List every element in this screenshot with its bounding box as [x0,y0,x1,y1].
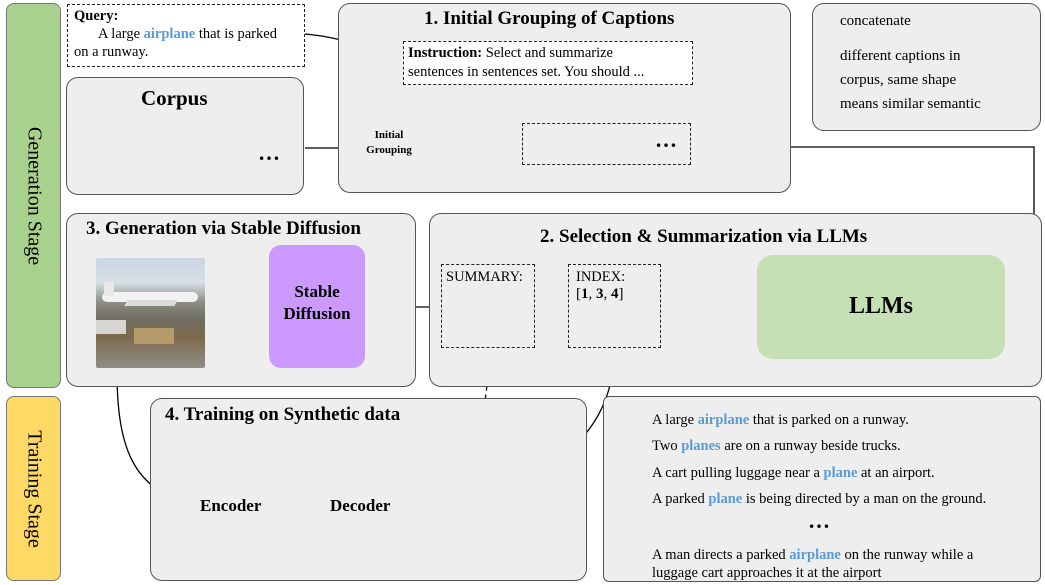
legend-line2: corpus, same shape [840,72,957,88]
summary-caption: A man directs a parked airplane on the r… [652,547,974,563]
index-box [568,264,661,348]
training-stage-bar: Training Stage [6,396,61,581]
instruction-text: Instruction: Select and summarize [408,45,613,61]
caption-3: A cart pulling luggage near a plane at a… [652,465,935,481]
step3-title: 3. Generation via Stable Diffusion [86,218,361,239]
index-values: [1, 3, 4] [576,286,624,302]
corpus-title: Corpus [141,86,208,110]
step4-title: 4. Training on Synthetic data [165,404,401,425]
instruction-box [403,41,693,85]
generation-stage-bar: Generation Stage [6,3,61,388]
captions-panel [603,396,1041,582]
query-box [67,4,305,67]
step2-title: 2. Selection & Summarization via LLMs [540,226,868,247]
query-highlight: airplane [143,26,196,42]
legend-line3: means similar semantic [840,96,981,112]
initial-grouping-label: Initial Grouping [366,129,412,156]
index-label: INDEX: [576,269,626,285]
caption-2: Two planes are on a runway beside trucks… [652,438,901,454]
step1-title: 1. Initial Grouping of Captions [424,8,675,29]
step1-panel [338,3,791,193]
caption-4: A parked plane is being directed by a ma… [652,491,987,507]
legend-concat: concatenate [840,13,911,29]
query-text: A large airplane that is parked [98,26,277,42]
summary-box [441,264,535,348]
corpus-panel [66,77,304,195]
query-text-line2: on a runway. [74,44,149,60]
ground-vehicle [96,320,126,334]
luggage-cart [134,328,174,344]
summary-caption-line2: luggage cart approaches it at the airpor… [652,565,882,581]
stable-diffusion-label: Stable Diffusion [283,282,351,323]
airplane-wing [124,300,178,306]
airplane-tail [104,282,114,296]
grouped-captions-box [522,123,691,165]
training-stage-label: Training Stage [23,429,45,548]
query-label: Query: [74,8,119,24]
instruction-text-line2: sentences in sentences set. You should .… [408,64,645,80]
legend-panel [812,3,1041,131]
airplane-fuselage [102,292,198,302]
corpus-ellipsis: … [258,140,280,165]
decoder-label: Decoder [330,496,391,515]
grouped-ellipsis: … [655,127,677,152]
caption-1: A large airplane that is parked on a run… [652,412,909,428]
step4-panel [150,398,587,581]
captions-ellipsis: … [808,508,830,533]
generated-image [96,258,205,368]
summary-label: SUMMARY: [446,269,523,285]
llm-box: LLMs [757,255,1005,359]
instruction-label: Instruction: [408,45,483,61]
llm-label: LLMs [848,293,913,319]
stable-diffusion-box: Stable Diffusion [269,245,365,368]
encoder-label: Encoder [200,496,262,515]
generation-stage-label: Generation Stage [23,126,45,265]
legend-line1: different captions in [840,48,961,64]
